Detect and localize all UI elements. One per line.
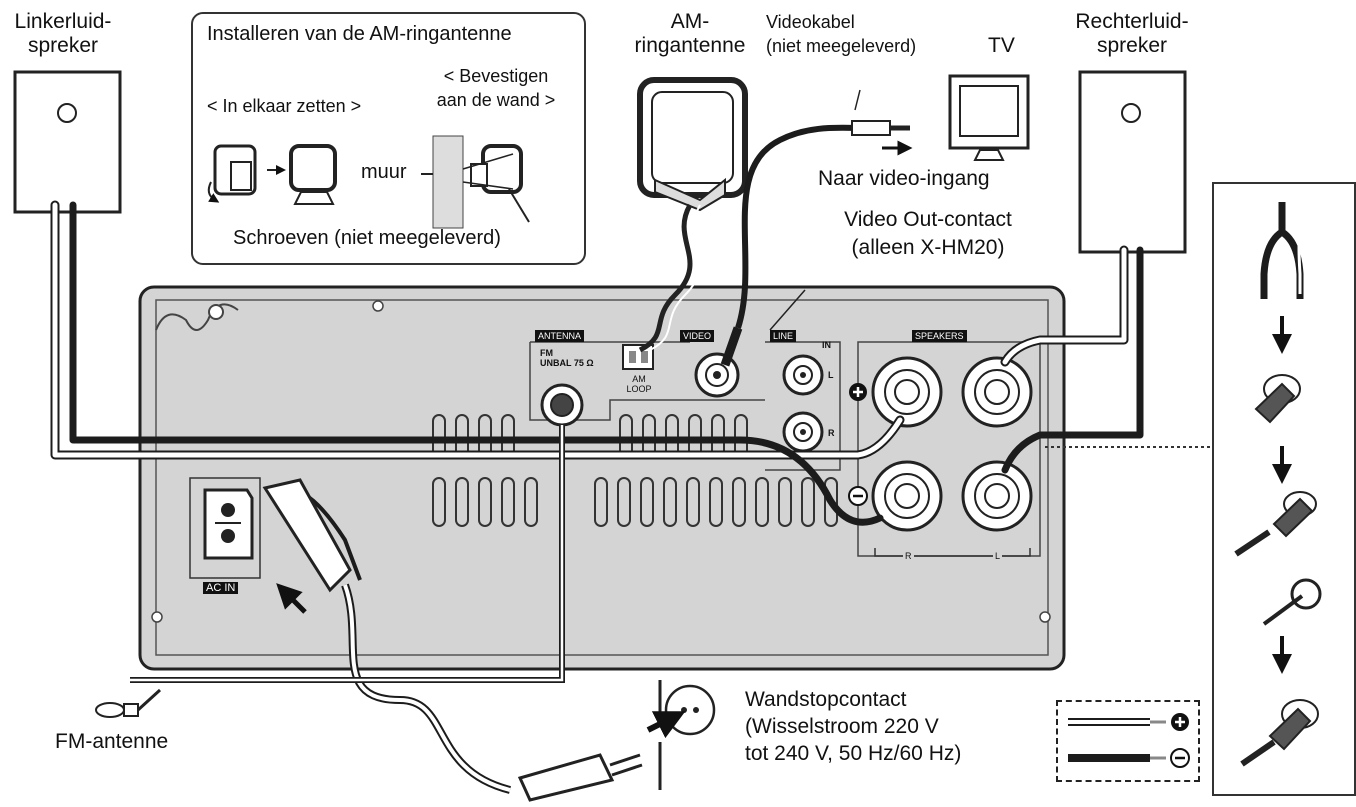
screw-hole-icon: [208, 304, 224, 320]
am-antenna-label-line1: AM-: [670, 10, 710, 33]
screw-hole-icon: [1039, 611, 1051, 623]
video-out-label-line1: Video Out-contact: [844, 208, 1012, 231]
line-in-label: IN: [822, 340, 831, 350]
line-tag: LINE: [770, 330, 797, 342]
left-speaker-label-line2: spreker: [27, 34, 99, 57]
am-antenna-label: AM- ringantenne: [620, 10, 760, 58]
speaker-l-label: L: [993, 551, 1003, 561]
tv-label: TV: [988, 34, 1015, 57]
inset-wall-mount-line2: aan de wand >: [436, 90, 556, 110]
wall-outlet-label-line3: tot 240 V, 50 Hz/60 Hz): [745, 742, 962, 765]
inset-title: Installeren van de AM-ringantenne: [207, 23, 512, 45]
right-speaker-label: Rechterluid- spreker: [1062, 10, 1202, 58]
am-loop-terminal: [622, 344, 654, 370]
speaker-terminals: [848, 356, 1033, 557]
screw-hole-icon: [151, 611, 163, 623]
inset-wall-label: muur: [361, 161, 407, 183]
wall-outlet-label-line1: Wandstopcontact: [745, 688, 907, 711]
fm-jack-label-line1: FM: [540, 348, 553, 358]
speakers-tag: SPEAKERS: [912, 330, 967, 342]
right-speaker-label-line1: Rechterluid-: [1075, 10, 1189, 33]
cable-prep-steps: [1212, 182, 1356, 796]
fm-jack-label-line2: UNBAL 75 Ω: [540, 358, 594, 368]
fm-jack-label: FM UNBAL 75 Ω: [540, 348, 594, 368]
fm-antenna-label: FM-antenne: [55, 730, 169, 753]
ac-in-socket: [189, 477, 261, 579]
video-out-label-line2: (alleen X-HM20): [851, 236, 1005, 259]
left-speaker-label-line1: Linkerluid-: [14, 10, 112, 33]
inset-wall-mount-label: < Bevestigen aan de wand >: [421, 66, 571, 111]
tv-icon: [948, 74, 1030, 161]
speaker-r-label: R: [903, 551, 914, 561]
am-loop-label: AM LOOP: [626, 374, 652, 394]
inset-wall-mount-line1: < Bevestigen: [443, 66, 549, 86]
left-speaker: [13, 70, 122, 214]
inset-assemble-label: < In elkaar zetten >: [207, 96, 362, 116]
line-r-label: R: [828, 428, 835, 438]
video-out-jack: [694, 352, 740, 398]
am-loop-antenna: [637, 77, 748, 353]
to-video-input-label: Naar video-ingang: [818, 167, 990, 190]
video-cable: [720, 89, 910, 367]
inset-drawings: [207, 135, 530, 229]
line-in-jacks: [782, 354, 824, 453]
video-out-label: Video Out-contact (alleen X-HM20): [818, 208, 1038, 260]
am-loop-label-line1: AM: [632, 374, 646, 384]
video-cable-label-line1: Videokabel: [766, 12, 855, 32]
video-cable-label-line2: (niet meegeleverd): [766, 36, 917, 56]
fm-antenna-jack: [540, 383, 584, 427]
right-speaker: [1078, 70, 1187, 254]
am-antenna-install-inset: Installeren van de AM-ringantenne < In e…: [191, 12, 586, 265]
fm-antenna-wire: [95, 425, 565, 718]
ac-in-tag: AC IN: [203, 582, 239, 594]
line-l-label: L: [828, 370, 834, 380]
polarity-drawings: [1068, 713, 1190, 768]
antenna-tag: ANTENNA: [535, 330, 585, 342]
am-antenna-label-line2: ringantenne: [634, 34, 746, 57]
wall-outlet-icon: [646, 680, 716, 790]
polarity-legend: [1056, 700, 1200, 782]
video-tag: VIDEO: [680, 330, 715, 342]
wall-outlet-label: Wandstopcontact (Wisselstroom 220 V tot …: [745, 688, 961, 766]
power-cord: [262, 478, 643, 802]
inset-screws-label: Schroeven (niet meegeleverd): [233, 227, 501, 249]
video-cable-label: Videokabel (niet meegeleverd): [766, 12, 916, 57]
screw-hole-icon: [372, 300, 384, 312]
left-speaker-label: Linkerluid- spreker: [8, 10, 118, 58]
wall-outlet-label-line2: (Wisselstroom 220 V: [745, 715, 939, 738]
right-speaker-label-line2: spreker: [1096, 34, 1168, 57]
speaker-cables: [50, 200, 1144, 526]
cable-prep-drawings: [1234, 202, 1322, 767]
am-loop-label-line2: LOOP: [626, 384, 652, 394]
